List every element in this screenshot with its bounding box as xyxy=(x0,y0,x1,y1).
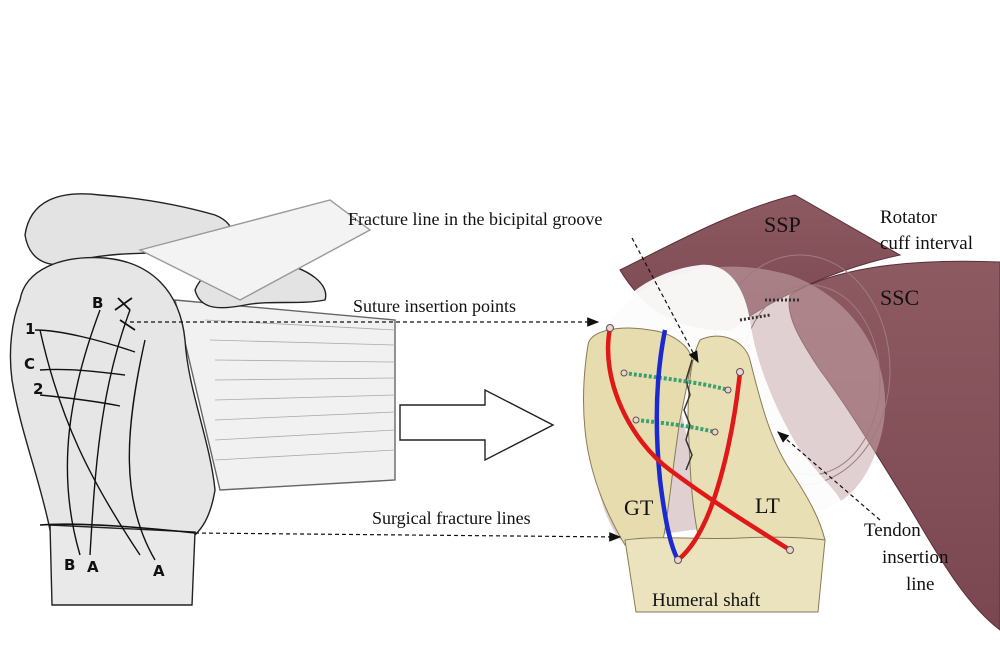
label-suture-points: Suture insertion points xyxy=(353,296,516,316)
groove-fracture xyxy=(683,359,693,471)
shaft-sketch xyxy=(49,524,196,606)
sketch-label-1: 1 xyxy=(25,320,36,338)
surgical-lines-leader xyxy=(194,532,622,542)
label-humeral-shaft: Humeral shaft xyxy=(652,590,761,611)
sketch-label-2: 2 xyxy=(33,380,44,398)
tendon-band xyxy=(174,299,396,491)
right-illustration xyxy=(583,194,1000,631)
left-sketch xyxy=(9,193,396,606)
sketch-label-a-bottom: A xyxy=(87,558,99,576)
label-rotator-1: Rotator xyxy=(880,207,937,228)
tendon-leader xyxy=(777,431,881,521)
label-tendon-2: insertion xyxy=(882,547,949,568)
label-tendon-1: Tendon xyxy=(864,520,921,541)
label-ssc: SSC xyxy=(880,285,920,310)
label-rotator-2: cuff interval xyxy=(880,233,974,254)
label-tendon-3: line xyxy=(906,574,935,595)
lesser-tuberosity xyxy=(687,335,826,546)
label-lt: LT xyxy=(755,493,780,518)
sketch-label-b-top: B xyxy=(92,294,104,312)
sketch-label-a-right: A xyxy=(153,562,165,580)
leader-lines xyxy=(130,237,881,542)
red-suture-2 xyxy=(676,371,743,562)
red-suture-1 xyxy=(605,327,792,552)
sketch-label-b-bottom: B xyxy=(64,556,76,574)
label-surgical-lines: Surgical fracture lines xyxy=(372,508,531,528)
blue-suture xyxy=(654,329,681,562)
green-suture-2 xyxy=(635,418,716,434)
label-gt: GT xyxy=(624,495,654,520)
transition-arrow xyxy=(399,388,555,462)
sketch-label-c: C xyxy=(24,355,36,373)
label-fracture-groove: Fracture line in the bicipital groove xyxy=(348,209,603,229)
label-ssp: SSP xyxy=(764,212,801,237)
groove-leader xyxy=(631,237,699,364)
humeral-head-sketch xyxy=(9,256,216,536)
green-suture-1 xyxy=(623,371,729,392)
